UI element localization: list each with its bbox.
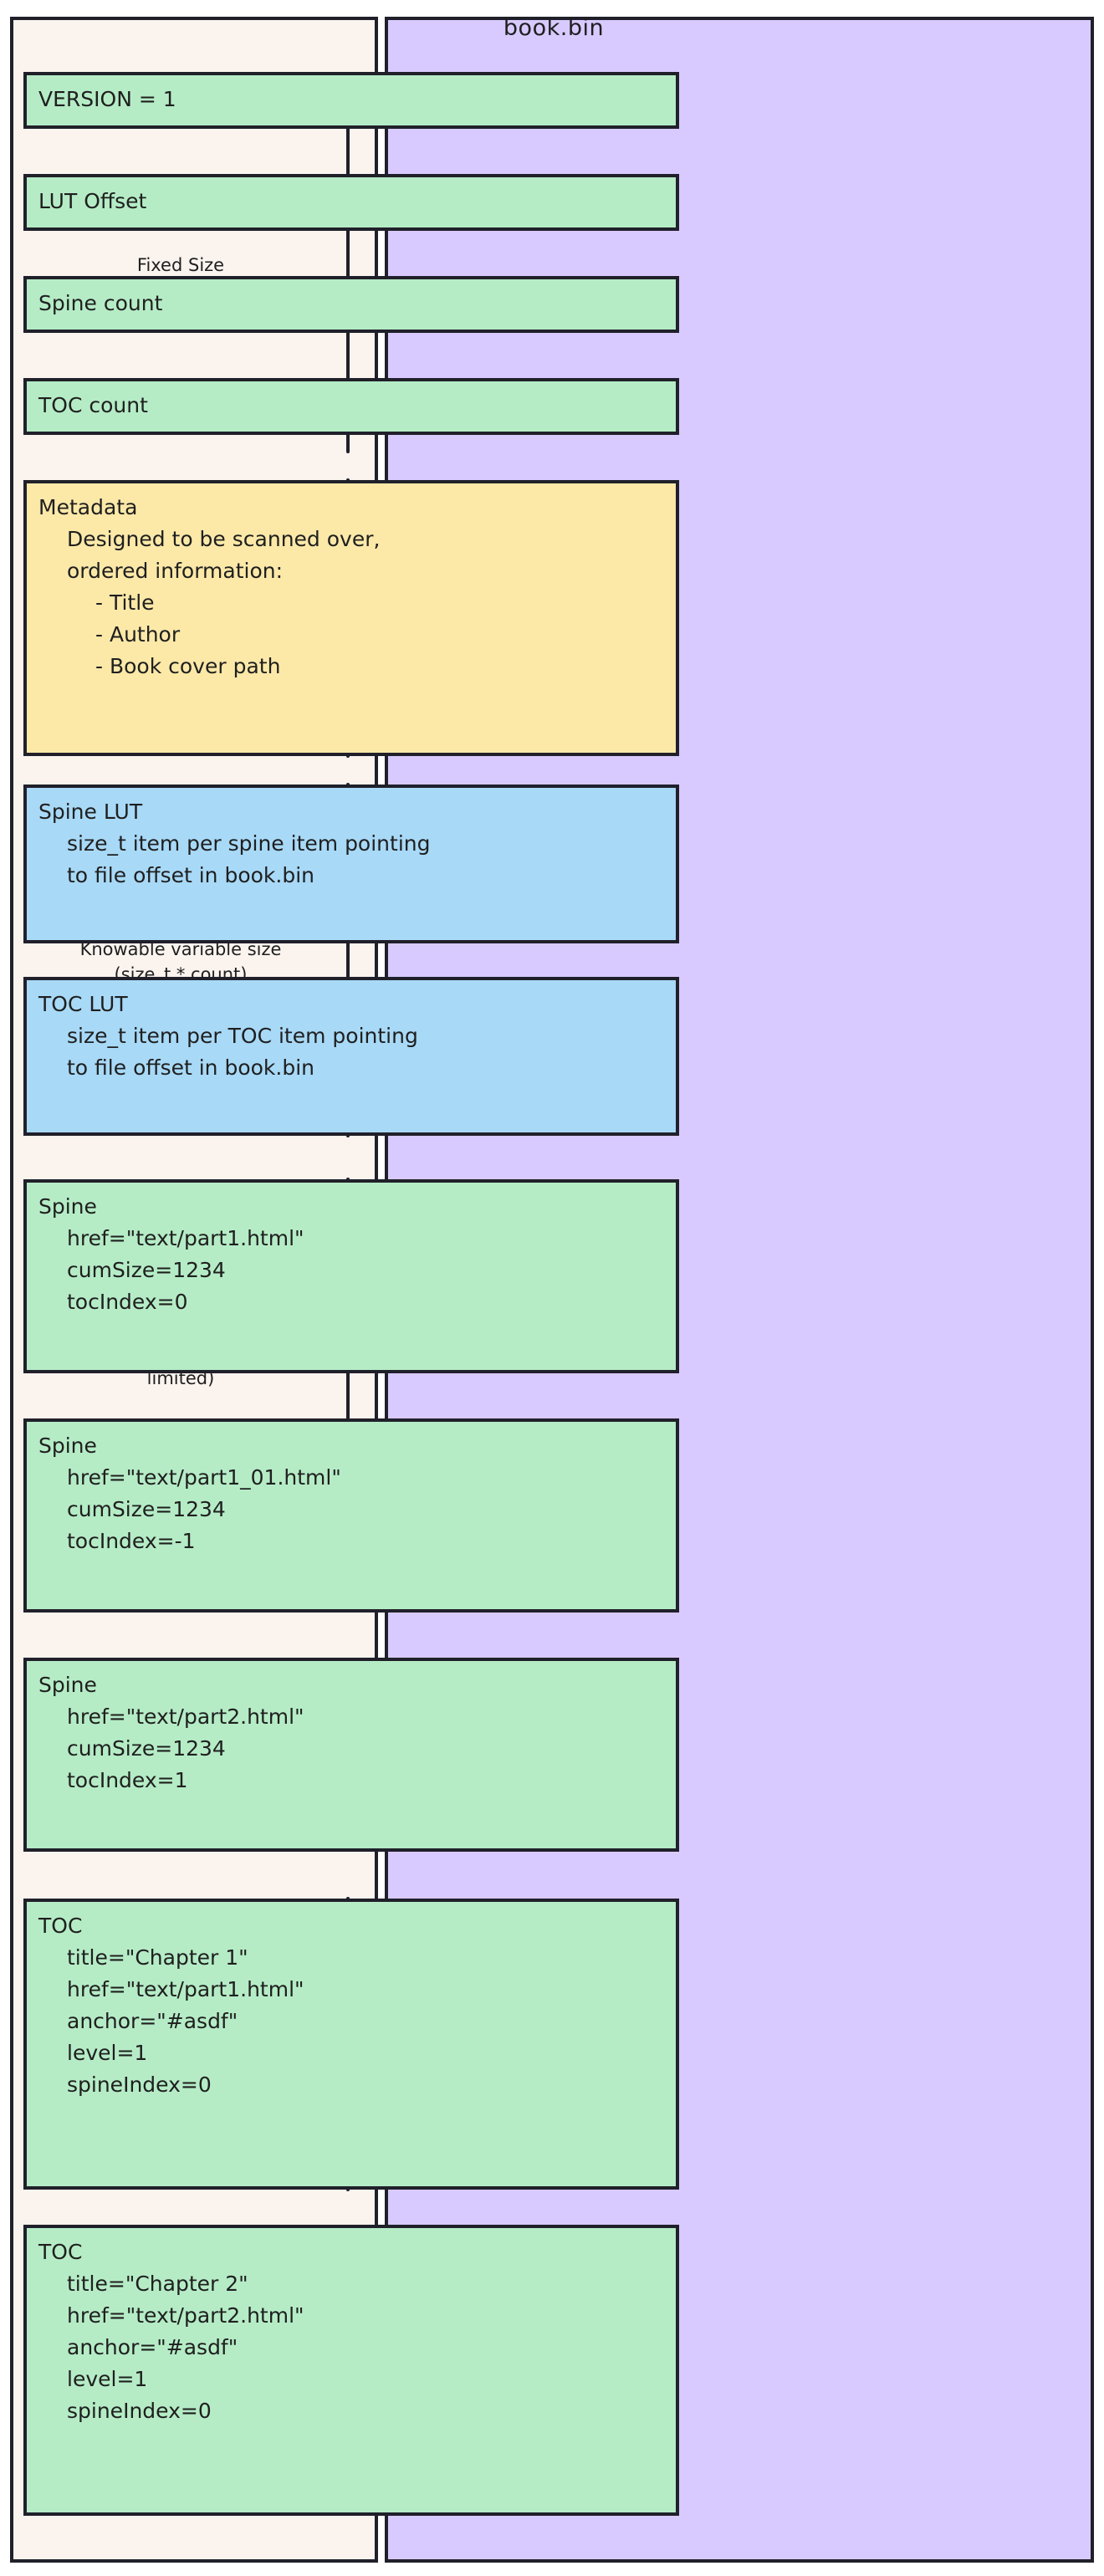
block-heading: Spine: [38, 1673, 97, 1697]
block-line: href="text/part1.html": [67, 1977, 304, 2001]
block-line: Designed to be scanned over,: [67, 527, 381, 551]
block-version: VERSION = 1: [23, 72, 679, 129]
block-line: href="text/part1.html": [67, 1226, 304, 1250]
block-heading: Metadata: [38, 495, 138, 519]
block-line: cumSize=1234: [67, 1258, 226, 1282]
block-line: level=1: [67, 2367, 148, 2391]
block-spine-lut: Spine LUT size_t item per spine item poin…: [23, 785, 679, 943]
block-line: to file offset in book.bin: [67, 1055, 315, 1080]
block-spine-1: Spine href="text/part1.html" cumSize=1234 t…: [23, 1179, 679, 1373]
group-label-text: Fixed Size: [137, 253, 224, 278]
block-heading: Spine LUT: [38, 800, 143, 824]
block-heading: LUT Offset: [38, 189, 147, 213]
block-line: tocIndex=1: [67, 1768, 188, 1792]
block-line: ordered information:: [67, 559, 284, 583]
block-line: cumSize=1234: [67, 1497, 226, 1521]
block-line: tocIndex=0: [67, 1290, 188, 1314]
block-line: spineIndex=0: [67, 2073, 212, 2097]
block-line: href="text/part2.html": [67, 1705, 304, 1729]
block-heading: Spine count: [38, 291, 163, 315]
block-heading: TOC: [38, 1914, 83, 1938]
block-line: level=1: [67, 2041, 148, 2065]
block-line: href="text/part2.html": [67, 2303, 304, 2328]
block-heading: TOC LUT: [38, 992, 128, 1016]
block-heading: TOC: [38, 2240, 83, 2264]
block-toc-lut: TOC LUT size_t item per TOC item pointing…: [23, 977, 679, 1136]
group-bracket-0: [346, 77, 350, 453]
block-line: title="Chapter 2": [67, 2272, 248, 2296]
block-toc-2: TOC title="Chapter 2" href="text/part2.htm…: [23, 2225, 679, 2516]
block-heading: VERSION = 1: [38, 87, 176, 111]
block-spine-2: Spine href="text/part1_01.html" cumSize=12…: [23, 1418, 679, 1613]
block-line: cumSize=1234: [67, 1736, 226, 1761]
block-line: size_t item per TOC item pointing: [67, 1024, 418, 1048]
block-line: spineIndex=0: [67, 2399, 212, 2423]
block-line: title="Chapter 1": [67, 1945, 248, 1970]
block-line: size_t item per spine item pointing: [67, 831, 431, 856]
group-label-line: Fixed Size: [136, 255, 225, 275]
block-heading: Spine: [38, 1434, 97, 1458]
block-toc-count: TOC count: [23, 378, 679, 435]
group-bracket-2: [346, 783, 350, 1137]
block-line: - Book cover path: [95, 654, 281, 678]
block-spine-count: Spine count: [23, 276, 679, 333]
block-spine-3: Spine href="text/part2.html" cumSize=1234 t…: [23, 1658, 679, 1852]
block-line: href="text/part1_01.html": [67, 1465, 341, 1490]
block-line: to file offset in book.bin: [67, 863, 315, 887]
block-heading: Spine: [38, 1194, 97, 1219]
block-line: tocIndex=-1: [67, 1529, 196, 1553]
block-lut-offset: LUT Offset: [23, 174, 679, 231]
block-line: anchor="#asdf": [67, 2009, 238, 2033]
page-title: book.bin: [503, 15, 605, 41]
block-heading: TOC count: [38, 393, 148, 417]
block-toc-1: TOC title="Chapter 1" href="text/part1.htm…: [23, 1899, 679, 2190]
block-line: - Title: [95, 590, 155, 615]
group-label-0: Fixed Size: [25, 102, 336, 428]
block-line: anchor="#asdf": [67, 2335, 238, 2359]
block-line: - Author: [95, 622, 181, 647]
